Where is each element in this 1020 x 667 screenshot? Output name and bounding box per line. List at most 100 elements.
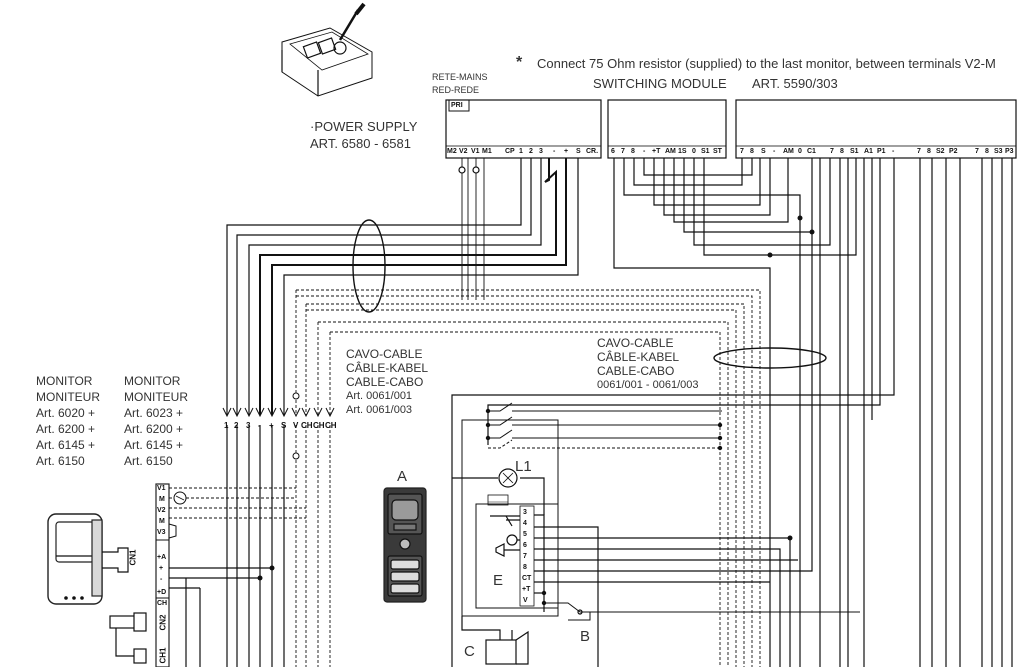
module-terminal: C1 bbox=[807, 148, 816, 155]
monitor-terminal: CH bbox=[157, 600, 168, 607]
cable-left-line3: CABLE-CABO bbox=[346, 375, 424, 389]
monitor-a-line2: MONITEUR bbox=[36, 390, 100, 404]
module-terminal: S1 bbox=[701, 148, 710, 155]
monitor-terminal: - bbox=[160, 576, 163, 583]
monitor-b-line3: Art. 6023 + bbox=[124, 406, 184, 420]
monitor-a-line4: Art. 6200 + bbox=[36, 422, 96, 436]
module-terminal: S2 bbox=[936, 148, 945, 155]
panel-terminal: V bbox=[523, 597, 528, 604]
ps-terminal: S bbox=[576, 148, 581, 155]
cable-right-line4: 0061/001 - 0061/003 bbox=[597, 379, 699, 391]
monitor-terminal: +D bbox=[157, 589, 167, 596]
bus-label: 3 bbox=[246, 421, 251, 430]
bus-label: + bbox=[269, 421, 274, 430]
cable-left-line4: Art. 0061/001 bbox=[346, 390, 413, 402]
monitor-b-line5: Art. 6145 + bbox=[124, 438, 184, 452]
power-supply-title: ·POWER SUPPLY bbox=[310, 119, 418, 134]
module-terminal: AM bbox=[783, 148, 794, 155]
label-b: B bbox=[580, 628, 591, 645]
module-terminal: 8 bbox=[985, 148, 989, 155]
monitor-terminal: + bbox=[159, 565, 164, 572]
bus-label: S bbox=[281, 421, 287, 430]
monitor-terminal: V2 bbox=[157, 507, 166, 514]
ps-terminal: 2 bbox=[529, 148, 533, 155]
label-c: C bbox=[464, 643, 475, 660]
module-terminal: 7 bbox=[830, 148, 834, 155]
bus-label: CH bbox=[301, 421, 313, 430]
module-terminal: 7 bbox=[975, 148, 979, 155]
bus-label: 1 bbox=[224, 421, 229, 430]
module-terminal: 8 bbox=[631, 148, 635, 155]
cable-left-line1: CAVO-CABLE bbox=[346, 347, 423, 361]
bus-label: CH bbox=[325, 421, 337, 430]
module-terminal: S1 bbox=[850, 148, 859, 155]
monitor-a-line1: MONITOR bbox=[36, 374, 93, 388]
module-terminal: P3 bbox=[1005, 148, 1014, 155]
terminal-screw-illustration bbox=[281, 2, 373, 97]
pri-label: PRI bbox=[451, 102, 463, 109]
panel-terminal: +T bbox=[522, 586, 531, 593]
module-terminal: ST bbox=[713, 148, 722, 155]
module-terminal: 7 bbox=[621, 148, 625, 155]
label-e: E bbox=[493, 572, 504, 589]
monitor-a-line6: Art. 6150 bbox=[36, 454, 85, 468]
label-l1: L1 bbox=[515, 458, 532, 475]
cable-left-line2: CÂBLE-KABEL bbox=[346, 361, 429, 375]
ps-terminal: M1 bbox=[482, 148, 492, 155]
cable-right-line2: CÂBLE-KABEL bbox=[597, 350, 680, 364]
module-terminal: S3 bbox=[994, 148, 1003, 155]
label-a: A bbox=[397, 468, 408, 485]
monitor-terminal: M bbox=[159, 518, 165, 525]
panel-terminal: 5 bbox=[523, 531, 527, 538]
monitor-a-line3: Art. 6020 + bbox=[36, 406, 96, 420]
module-terminal: 7 bbox=[917, 148, 921, 155]
cn1-label: CN1 bbox=[128, 549, 138, 566]
switching-module-right bbox=[735, 99, 1017, 159]
module-terminal: 8 bbox=[927, 148, 931, 155]
monitor-a-line5: Art. 6145 + bbox=[36, 438, 96, 452]
ps-terminal: + bbox=[564, 148, 569, 155]
ps-terminal: - bbox=[553, 148, 556, 155]
module-terminal: 8 bbox=[840, 148, 844, 155]
ps-terminal: 3 bbox=[539, 148, 543, 155]
module-terminal: +T bbox=[652, 148, 661, 155]
panel-terminal: 8 bbox=[523, 564, 527, 571]
module-terminal: - bbox=[643, 148, 646, 155]
cable-left-line5: Art. 0061/003 bbox=[346, 404, 413, 416]
note-text: Connect 75 Ohm resistor (supplied) to th… bbox=[537, 56, 996, 71]
cable-right-line3: CABLE-CABO bbox=[597, 364, 675, 378]
rete-mains-label: RETE-MAINS bbox=[432, 72, 488, 82]
ps-terminal: V1 bbox=[471, 148, 480, 155]
module-terminal: 1S bbox=[678, 148, 687, 155]
panel-terminal: CT bbox=[522, 575, 532, 582]
module-terminal: - bbox=[773, 148, 776, 155]
module-terminal: 8 bbox=[750, 148, 754, 155]
bus-label: 2 bbox=[234, 421, 239, 430]
panel-terminal: 7 bbox=[523, 553, 527, 560]
red-rede-label: RED-REDE bbox=[432, 85, 480, 95]
ps-terminal: V2 bbox=[459, 148, 468, 155]
module-terminal: A1 bbox=[864, 148, 873, 155]
monitor-terminal: +A bbox=[157, 554, 167, 561]
monitor-b-line2: MONITEUR bbox=[124, 390, 188, 404]
panel-terminal: 6 bbox=[523, 542, 527, 549]
module-terminal: - bbox=[892, 148, 895, 155]
module-terminal: 0 bbox=[798, 148, 802, 155]
bus-label: CH bbox=[313, 421, 325, 430]
monitor-b-line1: MONITOR bbox=[124, 374, 181, 388]
panel-terminal: 3 bbox=[523, 509, 527, 516]
monitor-terminal: M bbox=[159, 496, 165, 503]
ps-terminal: CP bbox=[505, 148, 515, 155]
monitor-terminal: V3 bbox=[157, 529, 166, 536]
door-panel-a-illustration bbox=[383, 487, 427, 603]
module-terminal: S bbox=[761, 148, 766, 155]
ps-terminal: M2 bbox=[447, 148, 457, 155]
ps-terminal: CR. bbox=[586, 148, 599, 155]
module-terminal: P2 bbox=[949, 148, 958, 155]
module-terminal: P1 bbox=[877, 148, 886, 155]
monitor-b-line6: Art. 6150 bbox=[124, 454, 173, 468]
monitor-terminal: V1 bbox=[157, 485, 166, 492]
module-terminal: 6 bbox=[611, 148, 615, 155]
bus-label: - bbox=[258, 421, 261, 430]
